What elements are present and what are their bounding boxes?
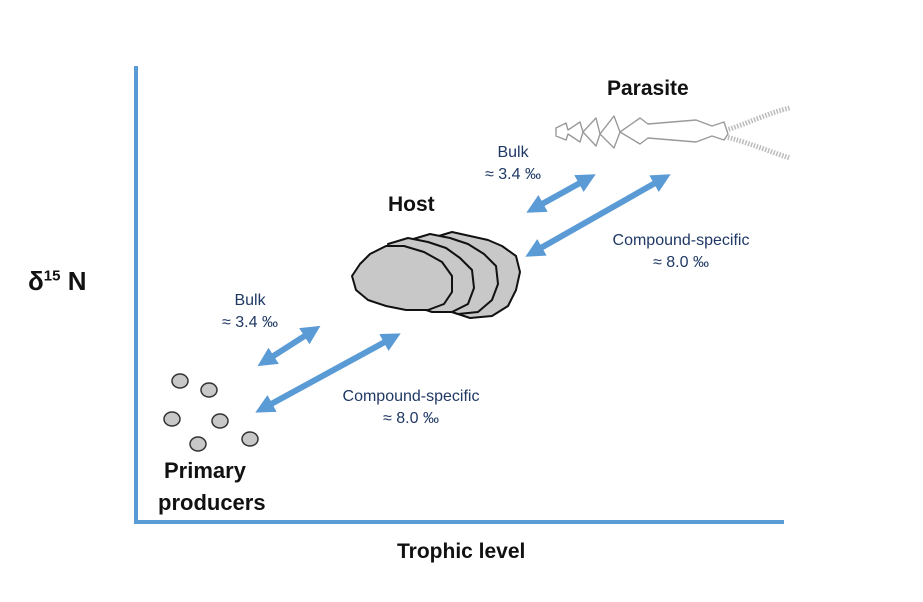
lower-compound-label: Compound-specific ≈ 8.0 ‰	[316, 386, 506, 430]
y-axis-element: N	[60, 266, 87, 296]
y-axis-label: δ15 N	[28, 266, 86, 297]
producer-dot	[171, 373, 189, 389]
upper-compound-arrow	[525, 174, 671, 257]
primary-producers-label-line2: producers	[158, 490, 266, 515]
producer-dot	[200, 382, 218, 398]
y-axis-symbol: δ	[28, 266, 44, 296]
lower-compound-value: ≈ 8.0 ‰	[383, 410, 439, 427]
parasite-icon	[555, 105, 791, 161]
producer-dot	[189, 436, 207, 452]
host-label: Host	[388, 193, 435, 216]
producer-dot	[163, 411, 181, 427]
lower-bulk-value: ≈ 3.4 ‰	[222, 314, 278, 331]
x-axis-label: Trophic level	[397, 540, 526, 563]
primary-producers-label-line1: Primary	[164, 458, 246, 483]
upper-compound-title: Compound-specific	[612, 232, 750, 249]
lower-bulk-arrow	[257, 325, 321, 367]
upper-bulk-value: ≈ 3.4 ‰	[485, 166, 541, 183]
lower-bulk-label: Bulk ≈ 3.4 ‰	[205, 290, 295, 334]
parasite-label: Parasite	[607, 77, 689, 100]
lower-compound-title: Compound-specific	[342, 388, 480, 405]
upper-compound-label: Compound-specific ≈ 8.0 ‰	[586, 230, 776, 274]
lower-compound-arrow	[255, 333, 401, 413]
upper-bulk-label: Bulk ≈ 3.4 ‰	[468, 142, 558, 186]
upper-bulk-title: Bulk	[497, 144, 529, 161]
lower-bulk-title: Bulk	[234, 292, 266, 309]
producer-dot	[211, 413, 229, 429]
y-axis-superscript: 15	[43, 267, 61, 285]
host-shell-icon	[351, 231, 521, 319]
producer-dot	[241, 431, 259, 447]
primary-producers-dots	[163, 373, 259, 452]
upper-compound-value: ≈ 8.0 ‰	[653, 254, 709, 271]
